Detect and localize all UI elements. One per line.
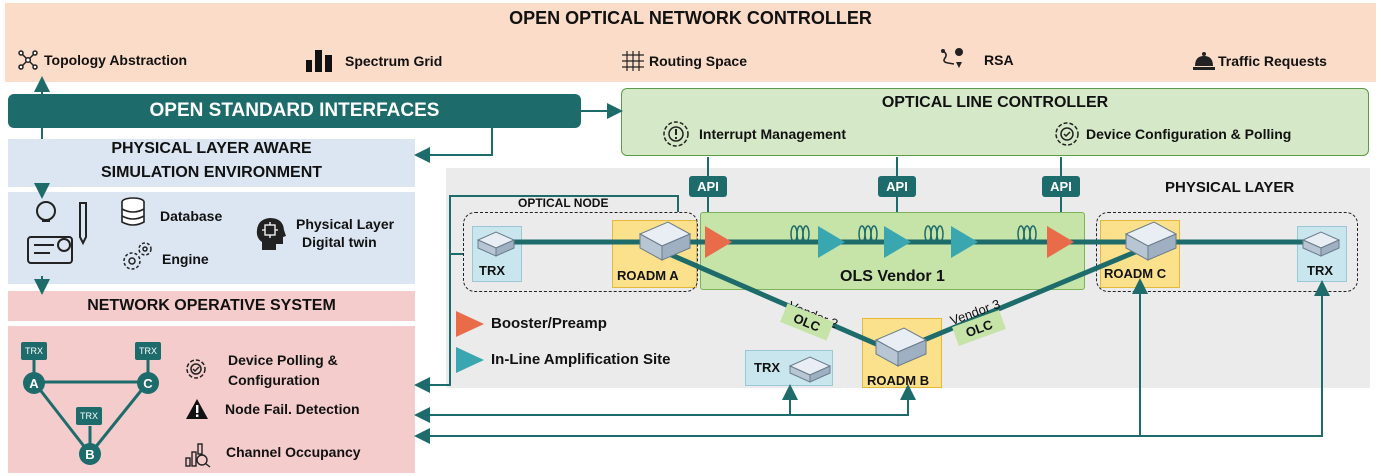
feature-topology-label: Topology Abstraction bbox=[44, 52, 188, 68]
feature-rsa: RSA bbox=[940, 48, 1014, 72]
nos-trx-right: TRX bbox=[135, 342, 161, 360]
nos-trx-bottom: TRX bbox=[76, 407, 102, 425]
trx-left-label: TRX bbox=[479, 263, 505, 278]
booster-amp-right bbox=[1047, 226, 1074, 258]
topology-icon bbox=[18, 50, 38, 70]
nos-trx-left: TRX bbox=[21, 342, 47, 360]
occupancy-icon bbox=[185, 443, 211, 468]
route-pin-icon bbox=[941, 48, 964, 68]
roadm-c-device bbox=[1124, 221, 1178, 261]
nos-polling-1: Device Polling & bbox=[228, 352, 338, 368]
controller-title: OPEN OPTICAL NETWORK CONTROLLER bbox=[509, 7, 872, 28]
simulation-body bbox=[8, 192, 415, 284]
database-icon bbox=[121, 197, 145, 226]
roadm-b-device bbox=[874, 327, 928, 367]
olc-box bbox=[621, 88, 1369, 156]
booster-amp-left bbox=[705, 226, 732, 258]
nos-node-a: A bbox=[23, 372, 45, 394]
feature-rsa-label: RSA bbox=[984, 52, 1014, 68]
legend-booster: Booster/Preamp bbox=[491, 315, 607, 332]
feature-routing: Routing Space bbox=[621, 50, 747, 72]
polling-gear-icon bbox=[186, 359, 206, 379]
device-config-icon bbox=[1055, 122, 1079, 146]
grid-icon bbox=[622, 51, 644, 71]
optical-node-label: OPTICAL NODE bbox=[518, 196, 609, 210]
nos-node-b: B bbox=[79, 443, 101, 465]
trx-b-device bbox=[788, 356, 832, 383]
api-label-3: API bbox=[1042, 176, 1080, 197]
trx-left-device bbox=[476, 231, 516, 257]
simulation-title-1: PHYSICAL LAYER AWARE bbox=[111, 140, 312, 157]
nos-body bbox=[8, 326, 415, 473]
feature-traffic: Traffic Requests bbox=[1192, 50, 1327, 72]
brainstorm-icon bbox=[27, 201, 87, 264]
roadm-c-node-outline bbox=[1096, 212, 1358, 292]
optical-node-outline bbox=[463, 212, 698, 292]
olc-interrupt: Interrupt Management bbox=[699, 126, 847, 142]
api-label-2: API bbox=[878, 176, 916, 197]
olc-device-config: Device Configuration & Polling bbox=[1086, 126, 1292, 142]
ols-vendor-label: OLS Vendor 1 bbox=[840, 268, 945, 285]
trx-right-device bbox=[1301, 231, 1341, 257]
gears-icon bbox=[123, 242, 152, 270]
feature-routing-label: Routing Space bbox=[649, 53, 748, 69]
engine-label: Engine bbox=[162, 251, 209, 267]
bar-chart-icon bbox=[306, 50, 332, 72]
legend-inline: In-Line Amplification Site bbox=[491, 351, 671, 368]
feature-traffic-label: Traffic Requests bbox=[1218, 53, 1327, 69]
controller-banner bbox=[5, 3, 1376, 82]
interfaces-title: OPEN STANDARD INTERFACES bbox=[149, 100, 440, 121]
warning-icon bbox=[186, 399, 208, 419]
api-label-1: API bbox=[689, 176, 727, 197]
nos-title: NETWORK OPERATIVE SYSTEM bbox=[87, 297, 336, 314]
nos-node-c: C bbox=[137, 372, 159, 394]
nos-polling-2: Configuration bbox=[228, 372, 320, 388]
simulation-title-2: SIMULATION ENVIRONMENT bbox=[100, 164, 323, 181]
twin-label-1: Physical Layer bbox=[296, 216, 395, 232]
interrupt-icon bbox=[663, 121, 689, 147]
feature-spectrum: Spectrum Grid bbox=[305, 50, 442, 72]
roadm-b-label: ROADM B bbox=[867, 373, 930, 388]
simulation-header bbox=[8, 139, 415, 187]
nos-occupancy: Channel Occupancy bbox=[226, 444, 361, 460]
service-bell-icon bbox=[1193, 52, 1215, 70]
nos-fail: Node Fail. Detection bbox=[225, 401, 360, 417]
roadm-a-label: ROADM A bbox=[617, 268, 679, 283]
nos-header bbox=[8, 291, 415, 321]
roadm-a-device bbox=[638, 221, 692, 261]
olc-title: OPTICAL LINE CONTROLLER bbox=[881, 94, 1109, 111]
database-label: Database bbox=[160, 208, 223, 224]
interfaces-bar bbox=[8, 94, 581, 128]
trx-b-label: TRX bbox=[754, 360, 780, 375]
twin-label-2: Digital twin bbox=[302, 234, 377, 250]
roadm-c-label: ROADM C bbox=[1104, 266, 1167, 281]
physical-layer-title: PHYSICAL LAYER bbox=[1165, 179, 1295, 196]
digital-twin-icon bbox=[256, 218, 286, 250]
trx-right-label: TRX bbox=[1307, 263, 1333, 278]
feature-topology: Topology Abstraction bbox=[18, 50, 187, 70]
feature-spectrum-label: Spectrum Grid bbox=[345, 53, 443, 69]
